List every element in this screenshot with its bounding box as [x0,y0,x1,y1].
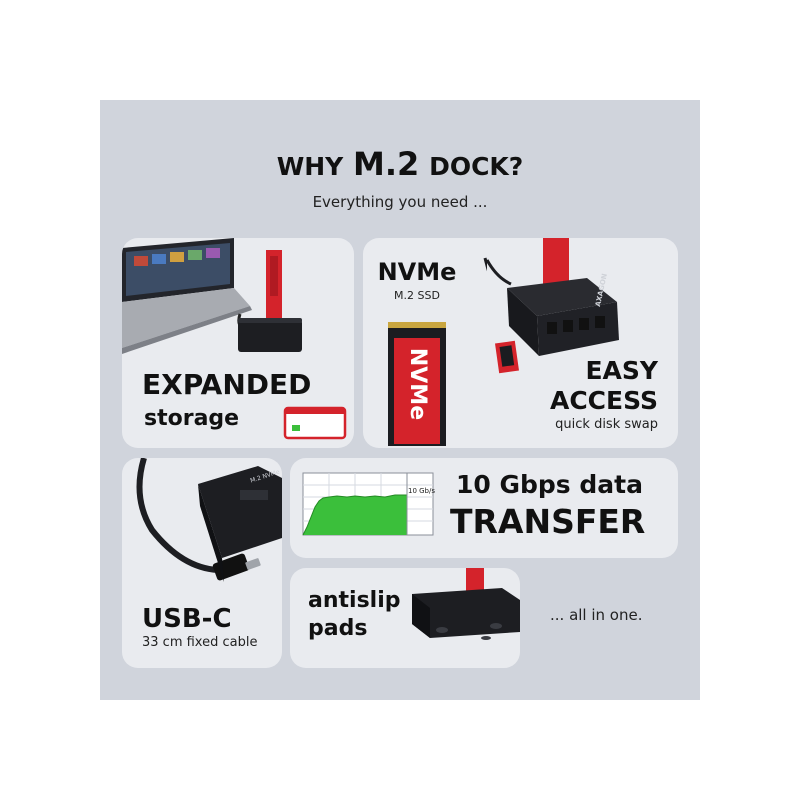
usb-c-title: USB-C [142,604,232,634]
expanded-subtitle: storage [144,406,240,431]
card-antislip: antislip pads [290,568,520,668]
nvme-title: NVMe [377,258,457,286]
subheadline: Everything you need ... [312,193,488,211]
all-in-one-text: ... all in one. [550,606,643,624]
card-expanded-storage: EXPANDED storage [122,238,354,448]
antislip-line1: antislip [308,588,401,613]
headline-highlight: M.2 [353,145,420,183]
easy-line2: ACCESS [549,386,658,415]
usb-c-subtitle: 33 cm fixed cable [142,635,258,650]
graph-speed-label: 10 Gb/s [408,487,436,495]
transfer-line2: TRANSFER [450,502,646,541]
nvme-subtitle: M.2 SSD [394,289,440,302]
usb-c-cable-image [136,458,282,582]
dock-with-ssd-image [487,238,619,374]
headline-prefix: WHY [276,152,344,181]
card-transfer: 10 Gb/s 10 Gbps data TRANSFER [290,458,678,558]
infographic-canvas: WHY M.2 DOCK? Everything you need ... EX… [100,100,700,700]
card-usb-c: M.2 NVMe USB-C 33 cm fixed cable [122,458,282,668]
drive-icon [283,406,347,440]
ssd-label: NVMe [405,347,430,421]
dock-underside-image [412,568,520,640]
easy-line1: EASY [585,356,658,385]
transfer-line1: 10 Gbps data [456,470,643,499]
headline-suffix: DOCK? [429,152,524,181]
laptop-with-dock-image [122,238,302,354]
headline: WHY M.2 DOCK? [100,148,700,180]
easy-subtitle: quick disk swap [555,417,658,432]
transfer-speed-graph [302,472,434,536]
card-easy-access: AXAGON EASY ACCESS quick disk swap [487,238,678,448]
antislip-line2: pads [308,616,368,641]
expanded-title: EXPANDED [142,368,312,401]
nvme-ssd-image [388,322,446,446]
